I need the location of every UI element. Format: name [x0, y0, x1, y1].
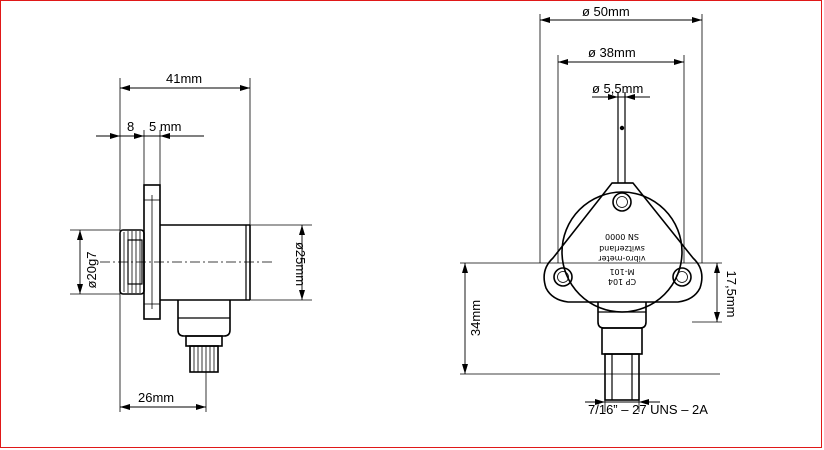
dim-offset: 17,5mm [724, 271, 739, 318]
plate-line-4: switzerland [599, 244, 645, 253]
left-mounting-hole [553, 267, 573, 287]
plate-line-1: CP 104 [608, 277, 636, 286]
side-connector [177, 300, 231, 373]
dim-base-length: 26mm [138, 390, 174, 405]
dim-connector-thread: 7/16” – 27 UNS – 2A [588, 402, 708, 417]
dim-overall-length: 41mm [166, 71, 202, 86]
dim-hole-diameter: ø 5,5mm [592, 81, 643, 96]
side-view: 41mm 8 5 mm ø20g7 ø25mm 26mm [70, 71, 312, 412]
dim-bolt-circle: ø 38mm [588, 45, 636, 60]
dim-flange-a: 8 [127, 119, 134, 134]
plate-line-5: SN 0000 [605, 232, 639, 241]
dim-body-diameter: ø25mm [293, 242, 308, 286]
front-view: CP 104 M-101 vibro-meter switzerland SN … [460, 4, 739, 417]
label-plate: CP 104 M-101 vibro-meter switzerland SN … [598, 232, 646, 286]
right-mounting-hole [672, 267, 692, 287]
plate-line-2: M-101 [609, 267, 634, 276]
dim-height: 34mm [468, 300, 483, 336]
mounting-flange [143, 184, 161, 320]
probe-pin [612, 92, 633, 184]
dim-flange-b: 5 mm [149, 119, 182, 134]
dim-outer-diameter: ø 50mm [582, 4, 630, 19]
front-connector [597, 302, 647, 401]
top-mounting-hole [612, 192, 632, 212]
dim-thread-diameter: ø20g7 [84, 252, 99, 289]
body-cylinder [160, 224, 251, 301]
plate-line-3: vibro-meter [598, 254, 646, 263]
threaded-spigot [119, 229, 145, 295]
